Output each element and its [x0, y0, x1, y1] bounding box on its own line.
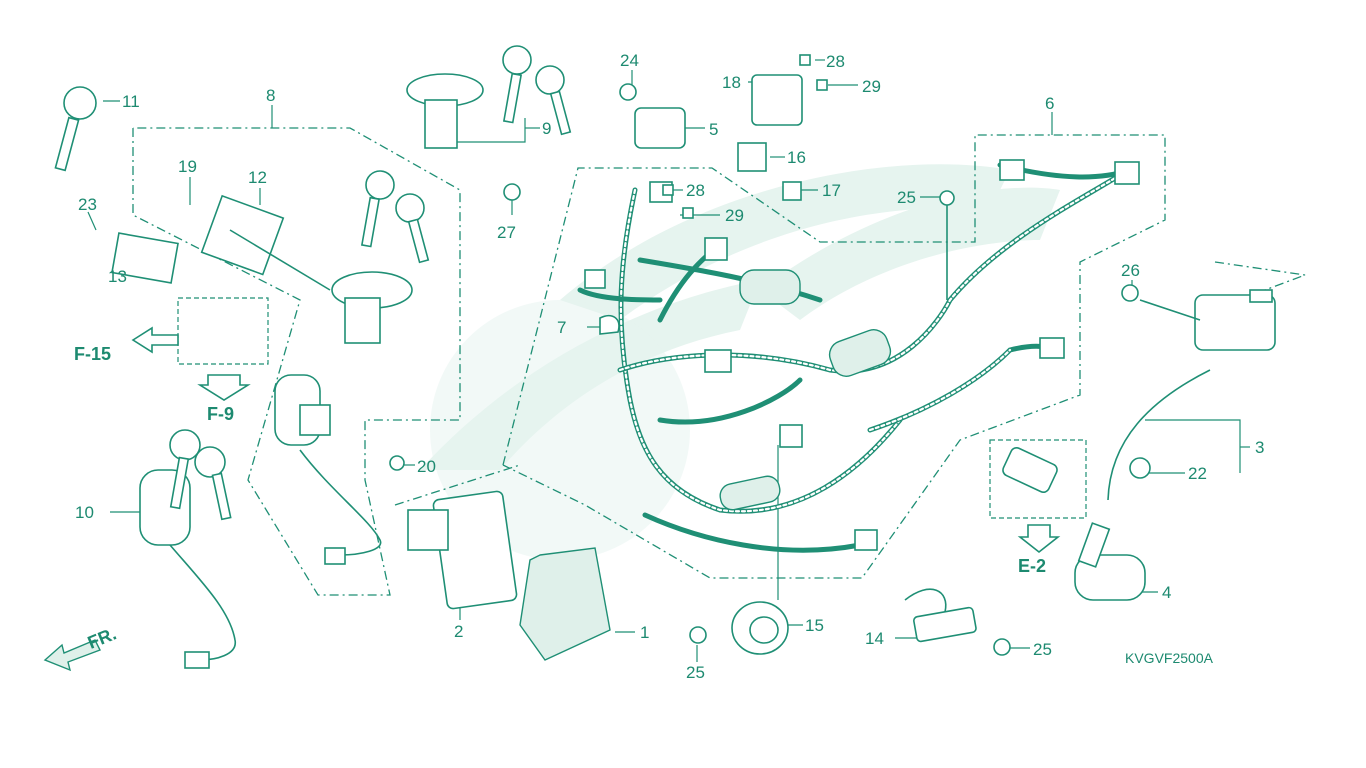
callout-28-mid: 28: [686, 181, 705, 200]
callout-24: 24: [620, 51, 639, 70]
callout-10: 10: [75, 503, 94, 522]
direction-label-fr: FR.: [85, 623, 119, 652]
group-outlines: [132, 127, 1306, 596]
callout-26: 26: [1121, 261, 1140, 280]
callout-18: 18: [722, 73, 741, 92]
callout-3: 3: [1255, 438, 1264, 457]
callout-6: 6: [1045, 94, 1054, 113]
callout-19: 19: [178, 157, 197, 176]
ref-f15: F-15: [74, 344, 111, 364]
component-drawings: [43, 45, 1276, 672]
diagram-code: KVGVF2500A: [1125, 650, 1214, 666]
callout-17: 17: [822, 181, 841, 200]
callout-25-horn: 25: [686, 663, 705, 682]
callout-9: 9: [542, 119, 551, 138]
main-wire-harness: [577, 159, 1140, 553]
callout-11: 11: [122, 92, 140, 111]
callout-15: 15: [805, 616, 824, 635]
callout-8: 8: [266, 86, 275, 105]
callout-1: 1: [640, 623, 649, 642]
callouts: 1 2 3 4 5 6 7 8 9 10 11 12 13 14 15 16 1…: [75, 51, 1264, 682]
callout-25-switch: 25: [1033, 640, 1052, 659]
callout-14: 14: [865, 629, 884, 648]
callout-7: 7: [557, 318, 566, 337]
callout-12: 12: [248, 168, 267, 187]
callout-13: 13: [108, 267, 127, 286]
callout-29-mid: 29: [725, 206, 744, 225]
callout-16: 16: [787, 148, 806, 167]
callout-29-top: 29: [862, 77, 881, 96]
callout-22: 22: [1188, 464, 1207, 483]
callout-4: 4: [1162, 583, 1171, 602]
ref-e2: E-2: [1018, 556, 1046, 576]
callout-27: 27: [497, 223, 516, 242]
callout-20: 20: [417, 457, 436, 476]
callout-5: 5: [709, 120, 718, 139]
callout-2: 2: [454, 622, 463, 641]
callout-23: 23: [78, 195, 97, 214]
callout-28-top: 28: [826, 52, 845, 71]
callout-25-harness: 25: [897, 188, 916, 207]
ref-f9: F-9: [207, 404, 234, 424]
